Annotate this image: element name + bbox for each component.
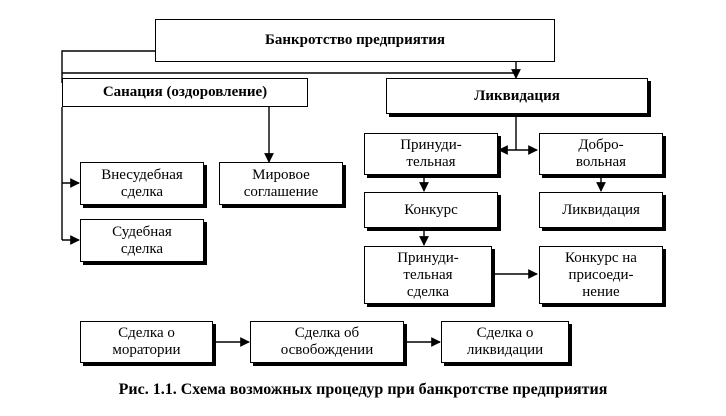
bankruptcy-auction-label: Конкурс xyxy=(404,201,458,218)
judicial-deal-node: Судебная сделка xyxy=(80,219,204,262)
settlement-node: Мировое соглашение xyxy=(219,162,343,205)
liquidation-label: Ликвидация xyxy=(474,87,560,104)
liquidation-result-node: Ликвидация xyxy=(539,192,663,228)
extrajudicial-deal-label: Внесудебная сделка xyxy=(101,166,183,200)
accession-auction-label: Конкурс на присоеди- нение xyxy=(565,249,637,300)
liquidation-result-label: Ликвидация xyxy=(562,201,640,218)
release-deal-node: Сделка об освобождении xyxy=(250,321,404,363)
judicial-deal-label: Судебная сделка xyxy=(112,223,172,257)
figure-caption: Рис. 1.1. Схема возможных процедур при б… xyxy=(118,381,608,398)
release-deal-label: Сделка об освобождении xyxy=(280,325,374,358)
extrajudicial-deal-node: Внесудебная сделка xyxy=(80,162,204,205)
root-node: Банкротство предприятия xyxy=(155,19,555,62)
sanation-label: Санация (оздоровление) xyxy=(102,84,268,100)
forced-liquidation-label: Принуди- тельная xyxy=(400,137,462,170)
liquidation-deal-node: Сделка о ликвидации xyxy=(441,321,569,363)
forced-deal-node: Принуди- тельная сделка xyxy=(364,246,492,304)
root-label: Банкротство предприятия xyxy=(264,32,446,48)
forced-deal-label: Принуди- тельная сделка xyxy=(397,249,459,300)
accession-auction-node: Конкурс на присоеди- нение xyxy=(539,246,663,304)
sanation-node: Санация (оздоровление) xyxy=(62,78,308,107)
voluntary-liquidation-node: Добро- вольная xyxy=(539,133,663,175)
bankruptcy-auction-node: Конкурс xyxy=(364,192,498,228)
moratorium-deal-label: Сделка о моратории xyxy=(112,325,181,358)
moratorium-deal-node: Сделка о моратории xyxy=(80,321,213,363)
voluntary-liquidation-label: Добро- вольная xyxy=(575,137,627,170)
settlement-label: Мировое соглашение xyxy=(243,166,319,200)
liquidation-node: Ликвидация xyxy=(386,78,648,114)
forced-liquidation-node: Принуди- тельная xyxy=(364,133,498,175)
liquidation-deal-label: Сделка о ликвидации xyxy=(466,325,544,358)
